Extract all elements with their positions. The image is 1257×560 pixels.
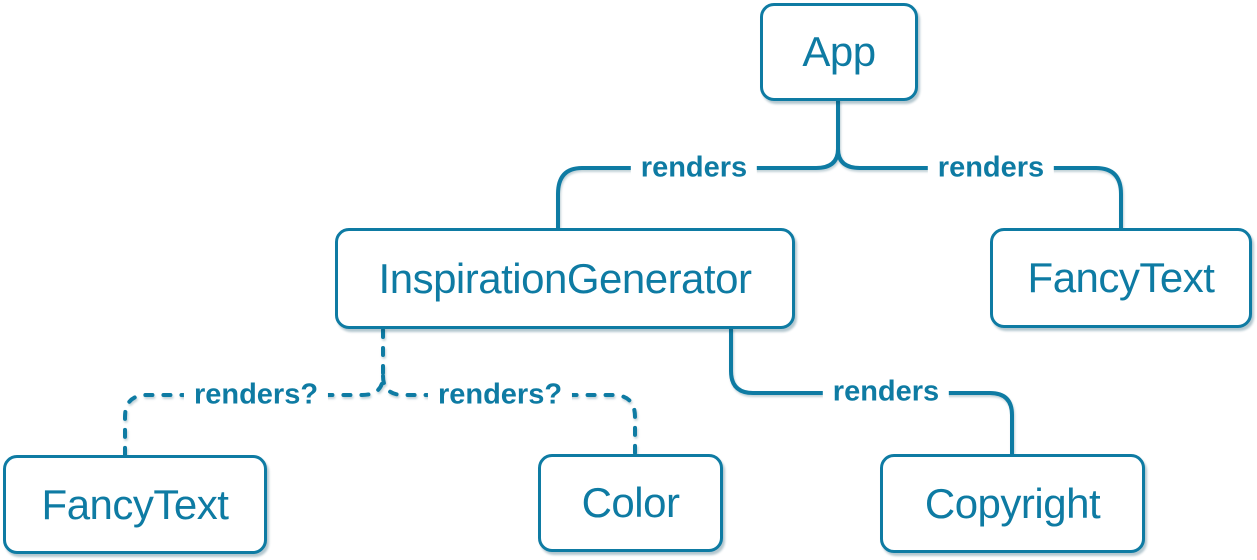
node-fancy-text-bottom: FancyText <box>3 455 267 554</box>
edge-inspirationgenerator-color <box>381 374 637 457</box>
edge-app-fancytext <box>836 147 1123 230</box>
node-inspiration-generator-label: InspirationGenerator <box>378 254 752 302</box>
node-copyright-label: Copyright <box>924 479 1101 527</box>
edge-label-inspirationgenerator-fancytext: renders? <box>183 378 329 412</box>
node-fancy-text-top-label: FancyText <box>1027 254 1215 301</box>
edge-label-app-fancytext: renders <box>927 151 1055 185</box>
node-fancy-text-bottom-label: FancyText <box>41 480 229 528</box>
node-fancy-text-top: FancyText <box>990 228 1252 328</box>
node-app: App <box>760 3 918 101</box>
node-app-label: App <box>802 28 876 75</box>
node-inspiration-generator: InspirationGenerator <box>335 228 795 329</box>
edge-label-inspirationgenerator-color: renders? <box>427 378 573 412</box>
node-color-label: Color <box>581 479 680 526</box>
node-copyright: Copyright <box>880 454 1145 553</box>
edge-label-app-inspirationgenerator: renders <box>630 151 758 185</box>
node-color: Color <box>538 454 723 552</box>
edge-label-inspirationgenerator-copyright: renders <box>822 375 950 409</box>
